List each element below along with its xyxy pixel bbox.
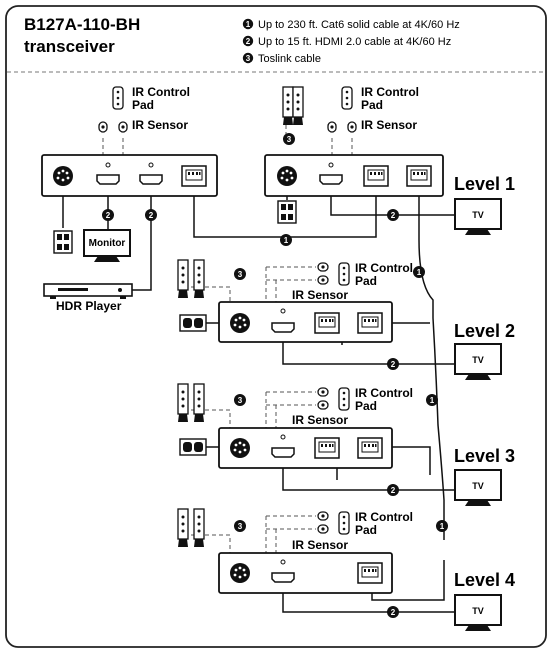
level3-label: Level 3 bbox=[454, 446, 515, 466]
marker-1: 1 bbox=[280, 234, 292, 246]
legend-marker-1 bbox=[242, 18, 254, 30]
ir-pad-label: Pad bbox=[355, 274, 377, 288]
transceiver-level3 bbox=[218, 427, 393, 469]
ir-group-level2: IR Control Pad IR Sensor bbox=[292, 261, 413, 302]
marker-1-number: 1 bbox=[284, 236, 289, 245]
marker-1-number: 1 bbox=[430, 396, 435, 405]
marker-3-number: 3 bbox=[287, 135, 292, 144]
ir-sensor-label: IR Sensor bbox=[361, 118, 417, 132]
level4-label: Level 4 bbox=[454, 570, 515, 590]
legend-marker-2 bbox=[242, 35, 254, 47]
cable-markers: 1 1 1 1 2 2 2 2 2 2 3 3 3 3 bbox=[102, 133, 448, 618]
transceiver-level1 bbox=[264, 154, 444, 197]
outer-frame bbox=[5, 5, 547, 648]
ir-control-label: IR Control bbox=[132, 85, 190, 99]
marker-2-number: 2 bbox=[106, 211, 111, 220]
ir-group-level3: IR Control Pad IR Sensor bbox=[292, 386, 413, 427]
legend-item-2: Up to 15 ft. HDMI 2.0 cable at 4K/60 Hz bbox=[258, 36, 451, 48]
ir-sensor-icon bbox=[347, 121, 357, 133]
marker-3-number: 3 bbox=[238, 522, 243, 531]
marker-2: 2 bbox=[102, 209, 114, 221]
level1-label: Level 1 bbox=[454, 174, 515, 194]
legend-marker-3 bbox=[242, 52, 254, 64]
level2-label: Level 2 bbox=[454, 321, 515, 341]
tv-label: TV bbox=[472, 355, 484, 365]
marker-2: 2 bbox=[387, 209, 399, 221]
monitor-label: Monitor bbox=[89, 238, 126, 249]
ir-sensor-label: IR Sensor bbox=[292, 413, 348, 427]
marker-1: 1 bbox=[426, 394, 438, 406]
marker-3: 3 bbox=[283, 133, 295, 145]
transceiver-level4 bbox=[218, 552, 393, 594]
ir-pad-label: Pad bbox=[361, 98, 383, 112]
toslink-icon bbox=[177, 259, 205, 299]
power-outlet-icon bbox=[277, 200, 297, 224]
ir-group-level4: IR Control Pad IR Sensor bbox=[292, 510, 413, 552]
marker-2: 2 bbox=[387, 606, 399, 618]
ir-control-label: IR Control bbox=[355, 261, 413, 275]
ir-control-label: IR Control bbox=[361, 85, 419, 99]
marker-1-number: 1 bbox=[417, 268, 422, 277]
marker-2: 2 bbox=[387, 484, 399, 496]
transceiver-level2 bbox=[218, 301, 393, 343]
ir-control-pad-icon bbox=[112, 86, 124, 110]
power-outlet-icon bbox=[179, 314, 207, 332]
tv-label: TV bbox=[472, 606, 484, 616]
hdr-player-label: HDR Player bbox=[56, 299, 122, 313]
power-outlet-icon bbox=[179, 438, 207, 456]
legend-marker-1-number: 1 bbox=[246, 20, 251, 29]
marker-1-number: 1 bbox=[440, 522, 445, 531]
marker-1: 1 bbox=[413, 266, 425, 278]
hdr-player-icon bbox=[43, 283, 133, 299]
marker-2-number: 2 bbox=[391, 360, 396, 369]
ir-sensor-icon bbox=[118, 121, 128, 133]
ir-control-pad-icon bbox=[341, 86, 353, 110]
toslink-icon bbox=[177, 383, 205, 423]
marker-3: 3 bbox=[234, 268, 246, 280]
legend-marker-3-number: 3 bbox=[246, 54, 251, 63]
transceiver-transmitter bbox=[41, 154, 218, 197]
marker-2: 2 bbox=[387, 358, 399, 370]
page-title-line1: B127A-110-BH bbox=[24, 15, 140, 34]
marker-3-number: 3 bbox=[238, 396, 243, 405]
marker-2-number: 2 bbox=[391, 608, 396, 617]
marker-3-number: 3 bbox=[238, 270, 243, 279]
marker-2-number: 2 bbox=[149, 211, 154, 220]
ir-sensor-label: IR Sensor bbox=[292, 288, 348, 302]
ir-sensor-label: IR Sensor bbox=[132, 118, 188, 132]
ir-pad-label: Pad bbox=[355, 399, 377, 413]
ir-sensor-icon bbox=[98, 121, 108, 133]
toslink-icon bbox=[282, 86, 304, 126]
ir-control-label: IR Control bbox=[355, 386, 413, 400]
legend-marker-2-number: 2 bbox=[246, 37, 251, 46]
ir-sensor-icon bbox=[327, 121, 337, 133]
toslink-icon bbox=[177, 508, 205, 548]
marker-2-number: 2 bbox=[391, 486, 396, 495]
tv-label: TV bbox=[472, 210, 484, 220]
monitor-icon bbox=[83, 229, 131, 262]
legend-item-1: Up to 230 ft. Cat6 solid cable at 4K/60 … bbox=[258, 19, 460, 31]
legend: 1 Up to 230 ft. Cat6 solid cable at 4K/6… bbox=[242, 18, 460, 65]
marker-3: 3 bbox=[234, 394, 246, 406]
ir-pad-label: Pad bbox=[132, 98, 154, 112]
power-outlet-icon bbox=[53, 230, 73, 254]
ir-control-label: IR Control bbox=[355, 510, 413, 524]
marker-2-number: 2 bbox=[391, 211, 396, 220]
tv-label: TV bbox=[472, 481, 484, 491]
marker-1: 1 bbox=[436, 520, 448, 532]
marker-2: 2 bbox=[145, 209, 157, 221]
page-title-line2: transceiver bbox=[24, 37, 115, 56]
marker-3: 3 bbox=[234, 520, 246, 532]
ir-pad-label: Pad bbox=[355, 523, 377, 537]
ir-sensor-label: IR Sensor bbox=[292, 538, 348, 552]
legend-item-3: Toslink cable bbox=[258, 53, 321, 65]
